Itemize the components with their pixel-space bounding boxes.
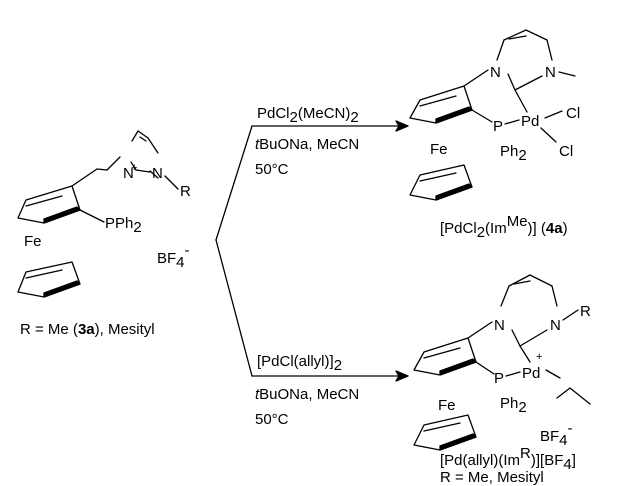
palladium-atom: Pd [522, 365, 540, 382]
p-pd-bond [504, 119, 520, 125]
top-reagent: PdCl2(MeCN)2 [257, 105, 359, 126]
product-4a-label: [PdCl2(ImMe)] (4a) [440, 213, 568, 241]
cyclopentadienyl-ring-lower [17, 261, 81, 298]
allyl-ligand [556, 387, 591, 405]
bottom-temperature: 50°C [255, 411, 289, 428]
product-allyl-label: [Pd(allyl)(ImR)][BF4] [440, 445, 576, 473]
p-bond [475, 361, 495, 375]
carbene-pd-bond [514, 89, 528, 113]
top-temperature: 50°C [255, 161, 289, 178]
phosphorus-atom: P [493, 118, 503, 135]
nitrogen-atom-2: N [550, 317, 561, 334]
pd-allyl-bond [545, 369, 561, 379]
positive-charge: + [131, 162, 137, 174]
cyclopentadienyl-ring-upper [413, 337, 477, 376]
r-substituent: R [580, 303, 591, 320]
iron-atom: Fe [430, 141, 448, 158]
nitrogen-atom-1: N [490, 64, 501, 81]
phosphine-group: PPh2 [105, 215, 142, 236]
imidazolylidene-ring-top [496, 29, 576, 91]
top-arrowhead [395, 120, 409, 132]
iron-atom: Fe [438, 397, 456, 414]
product-r-caption: R = Me, Mesityl [440, 469, 544, 486]
ch2-linker [71, 168, 98, 187]
bottom-arrowhead [395, 370, 409, 382]
pd-cl-bond-1 [544, 110, 563, 119]
phenyl-groups: Ph2 [500, 143, 527, 164]
starting-material-3a: N + N R PPh2 Fe BF4- R = Me (3a), Mesity… [17, 130, 191, 338]
chloride-1: Cl [566, 105, 580, 122]
p-bond [471, 109, 493, 123]
ch2-linker [463, 69, 489, 87]
bottom-reaction-conditions: [PdCl(allyl)]2 tBuONa, MeCN 50°C [255, 353, 359, 428]
product-4a: N N Pd Cl Cl P Ph2 Fe [PdCl2(ImMe)] (4a) [409, 29, 580, 241]
tetrafluoroborate-anion: BF4- [157, 242, 190, 271]
top-reaction-conditions: PdCl2(MeCN)2 tBuONa, MeCN 50°C [255, 105, 359, 178]
imidazolylidene-ring-bottom [500, 274, 579, 347]
reaction-arrows [215, 120, 409, 382]
cyclopentadienyl-ring-upper [17, 185, 81, 224]
bottom-branch-line [215, 239, 253, 377]
ch2-linker [467, 321, 493, 339]
top-base-solvent: tBuONa, MeCN [255, 136, 359, 153]
pd-cl-bond-2 [540, 127, 557, 143]
bottom-base-solvent: tBuONa, MeCN [255, 386, 359, 403]
product-allyl-complex: N N R + Pd P Ph2 Fe BF4- [Pd(allyl)(ImR)… [413, 274, 591, 486]
nitrogen-atom-1: N [494, 317, 505, 334]
compound-3a-caption: R = Me (3a), Mesityl [20, 321, 155, 338]
nitrogen-atom-2: N [545, 64, 556, 81]
nitrogen-atom-2: N [152, 165, 163, 182]
phosphorus-atom: P [494, 370, 504, 387]
r-bond [164, 175, 179, 190]
chloride-2: Cl [559, 143, 573, 160]
palladium-atom: Pd [521, 113, 539, 130]
r-substituent: R [180, 183, 191, 200]
top-branch-line [215, 125, 253, 241]
iron-atom: Fe [24, 233, 42, 250]
nitrogen-atom-1: N [123, 165, 134, 182]
phenyl-groups: Ph2 [500, 395, 527, 416]
cyclopentadienyl-ring-lower [409, 164, 473, 201]
cyclopentadienyl-ring-lower [413, 414, 477, 451]
tetrafluoroborate-anion: BF4- [540, 420, 573, 449]
imidazolium-ring [96, 130, 159, 179]
cyclopentadienyl-ring-upper [409, 85, 473, 124]
bottom-reagent: [PdCl(allyl)]2 [257, 353, 342, 374]
carbene-pd-bond [519, 345, 531, 363]
p-bond [79, 209, 105, 223]
p-pd-bond [505, 371, 521, 377]
positive-charge: + [536, 351, 542, 363]
